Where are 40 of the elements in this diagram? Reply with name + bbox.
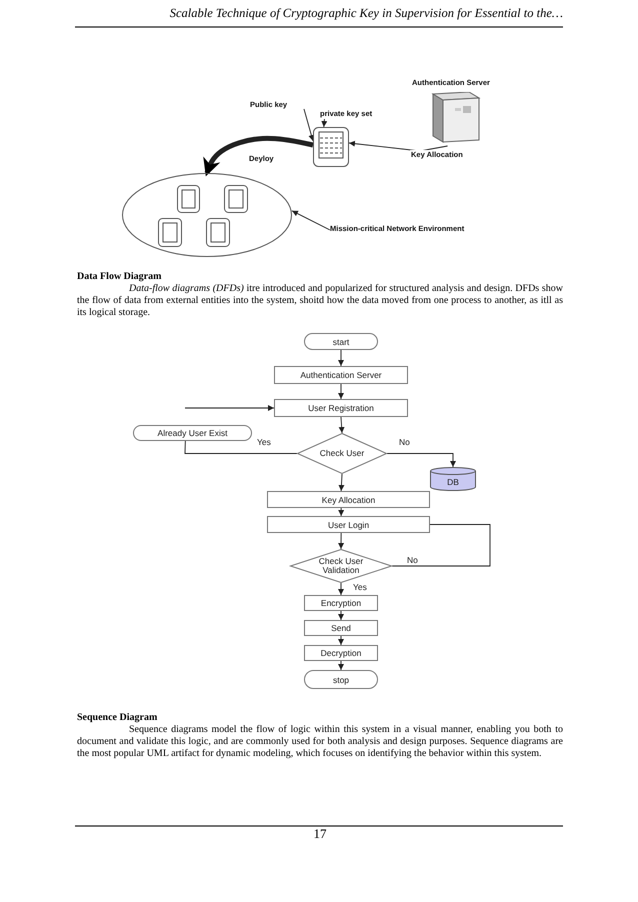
arrow (348, 140, 448, 152)
edge-label: No (406, 555, 419, 565)
arrow (338, 610, 344, 620)
arrow (338, 350, 344, 366)
terminal-box: start (304, 333, 378, 350)
arrow (338, 508, 344, 516)
process-box: Authentication Server (274, 366, 408, 384)
process-box: Key Allocation (267, 491, 430, 508)
process-box: User Login (267, 516, 430, 533)
edge-label: Yes (352, 582, 368, 592)
terminal-box: Already User Exist (133, 425, 252, 441)
node-label: Check User Validation (318, 557, 364, 575)
node-label: DB (447, 477, 459, 487)
arrow (184, 405, 274, 411)
section-heading: Data Flow Diagram (77, 271, 162, 282)
arrow (338, 582, 344, 596)
section-heading: Sequence Diagram (77, 712, 158, 723)
paragraph: Sequence diagrams model the flow of logic within this system in a visual manner, enabling you both to document and validate this logic, and are commonly used for both analysis and design purposes. Sequence diagrams are the most popular UML artifact for dynamic modeling, which focuses on identifying the behavior within this system. (77, 724, 563, 760)
process-box: Encryption (304, 595, 378, 611)
arrow (292, 210, 330, 230)
page-number: 17 (312, 826, 328, 842)
process-box: User Registration (274, 399, 408, 417)
terminal-box: stop (304, 670, 378, 689)
arrow (338, 532, 344, 550)
process-box: Send (304, 620, 378, 636)
paragraph: Data-flow diagrams (DFDs) itre introduced and popularized for structured analysis and design. DFDs show the flow of data from external entities into the system, shoitd how the data moved from one process to another, as itll as its logical storage. (77, 283, 563, 319)
arrow (338, 636, 344, 646)
arrow (338, 416, 345, 434)
arrow (338, 474, 344, 492)
edge-label: Yes (256, 437, 272, 447)
arrow (338, 660, 344, 670)
node-label: Check User (320, 449, 364, 458)
process-box: Decryption (304, 645, 378, 661)
arrow (304, 108, 314, 142)
edge-label: No (398, 437, 411, 447)
arrow (321, 118, 328, 128)
deploy-arrow (203, 136, 314, 176)
arrow (386, 453, 456, 468)
arrow (338, 384, 344, 400)
running-header: Scalable Technique of Cryptographic Key in Supervision for Essential to the… (168, 6, 563, 21)
